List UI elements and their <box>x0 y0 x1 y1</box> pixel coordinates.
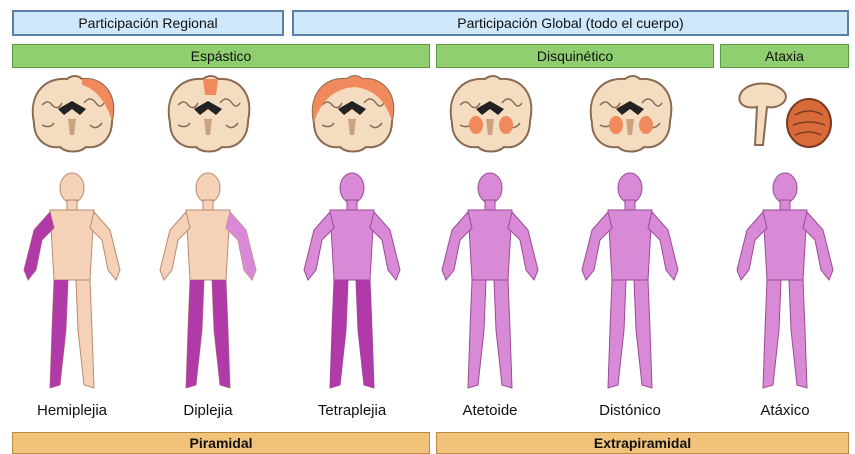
body-figure-hemiplejia <box>24 173 120 388</box>
body-figure-ataxico <box>737 173 833 388</box>
body-figure-atetoide <box>442 173 538 388</box>
label-tetraplejia: Tetraplejia <box>287 402 417 419</box>
brain-icon-hemiplejia <box>33 76 114 152</box>
label-diplejia: Diplejia <box>143 402 273 419</box>
brain-icon-atetoide <box>451 76 532 152</box>
footer-extrapyramidal: Extrapiramidal <box>436 432 849 454</box>
body-figure-tetraplejia <box>304 173 400 388</box>
brain-icon-ataxico <box>739 83 831 147</box>
brain-icon-diplejia <box>169 76 250 152</box>
label-ataxico: Atáxico <box>720 402 850 419</box>
footer-pyramidal: Piramidal <box>12 432 430 454</box>
brain-icon-tetraplejia <box>313 76 394 152</box>
footer-extrapyramidal-label: Extrapiramidal <box>594 435 691 451</box>
brain-icon-distonico <box>591 76 672 152</box>
body-figure-distonico <box>582 173 678 388</box>
footer-pyramidal-label: Piramidal <box>189 435 252 451</box>
body-figure-diplejia <box>160 173 256 388</box>
label-atetoide: Atetoide <box>425 402 555 419</box>
label-hemiplejia: Hemiplejia <box>7 402 137 419</box>
label-distonico: Distónico <box>565 402 695 419</box>
